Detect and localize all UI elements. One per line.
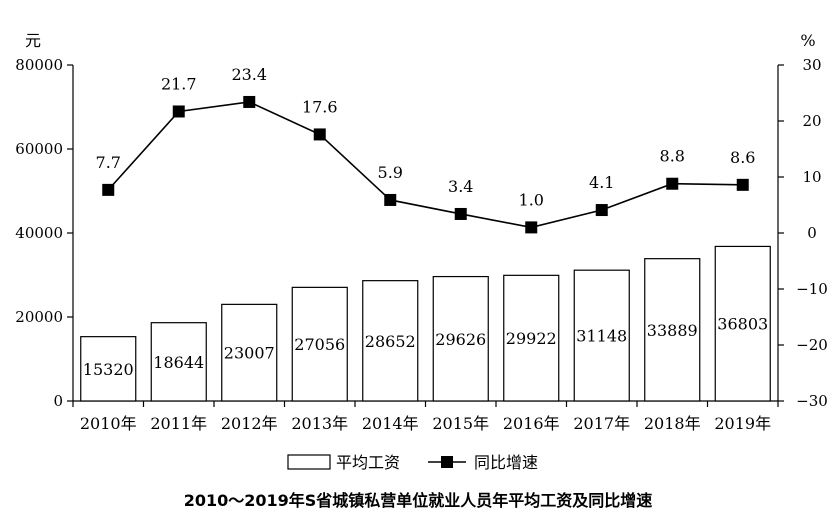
- x-tick-label: 2015年: [432, 414, 489, 433]
- right-tick-label: 0: [807, 224, 817, 242]
- x-tick-label: 2010年: [80, 414, 137, 433]
- bar: [714, 245, 771, 402]
- line-value-label: 21.7: [161, 74, 197, 93]
- right-tick-label: 10: [802, 168, 821, 186]
- line-value-label: 8.6: [730, 148, 755, 167]
- bar-value-label: 15320: [83, 360, 134, 379]
- line-marker: [595, 204, 608, 217]
- line-value-label: 5.9: [378, 163, 403, 182]
- left-tick-label: 80000: [15, 56, 63, 74]
- bar: [150, 322, 207, 402]
- bar: [221, 303, 278, 402]
- chart-title: 2010～2019年S省城镇私营单位就业人员年平均工资及同比增速: [184, 491, 653, 510]
- bar-value-label: 33889: [647, 321, 698, 340]
- bar: [644, 258, 701, 402]
- x-tick-label: 2014年: [362, 414, 419, 433]
- right-tick-label: 20: [802, 112, 821, 130]
- right-tick-label: −10: [796, 280, 828, 298]
- line-marker: [243, 95, 256, 108]
- right-ticks: −30 −20 −10 0 10 20 30: [778, 56, 828, 410]
- x-tick-label: 2018年: [644, 414, 701, 433]
- line-marker: [172, 105, 185, 118]
- left-tick-label: 20000: [15, 308, 63, 326]
- left-tick-label: 60000: [15, 140, 63, 158]
- line-value-label: 7.7: [96, 153, 121, 172]
- line-value-label: 1.0: [519, 190, 544, 209]
- bar-value-label: 27056: [294, 335, 345, 354]
- bar-value-label: 28652: [365, 332, 416, 351]
- bar: [362, 280, 419, 402]
- line-marker: [666, 177, 679, 190]
- x-tick-label: 2011年: [150, 414, 207, 433]
- right-tick-label: −20: [796, 336, 828, 354]
- bar: [503, 274, 560, 402]
- line-value-label: 23.4: [231, 65, 267, 84]
- right-axis-unit: %: [800, 31, 815, 50]
- right-tick-label: −30: [796, 392, 828, 410]
- legend-line-marker: [441, 456, 453, 468]
- line-marker: [736, 178, 749, 191]
- line-value-label: 8.8: [660, 147, 685, 166]
- bar-value-label: 29626: [435, 330, 486, 349]
- left-tick-label: 40000: [15, 224, 63, 242]
- bar-value-label: 29922: [506, 329, 557, 348]
- x-tick-label: 2019年: [714, 414, 771, 433]
- bar-value-label: 31148: [576, 327, 627, 346]
- right-tick-label: 30: [802, 56, 821, 74]
- legend-bar-swatch: [287, 454, 331, 470]
- left-axis-unit: 元: [25, 31, 41, 50]
- x-tick-label: 2012年: [221, 414, 278, 433]
- bar: [573, 269, 630, 402]
- bar-value-label: 23007: [224, 344, 275, 363]
- bar: [80, 336, 137, 402]
- bars: 15320 18644 23007 27056 28652 29626 29922 31148…: [80, 245, 771, 402]
- line-marker: [384, 193, 397, 206]
- x-ticks: 2010年 2011年 2012年 2013年 2014年 2015年 2016年 2017年…: [72, 401, 779, 433]
- legend-line-label: 同比增速: [474, 453, 538, 472]
- line-value-label: 17.6: [302, 97, 338, 116]
- left-tick-label: 0: [53, 392, 63, 410]
- line-marker: [525, 221, 538, 234]
- bar: [432, 275, 489, 402]
- x-tick-label: 2016年: [503, 414, 560, 433]
- line-marker: [313, 128, 326, 141]
- legend: 平均工资 同比增速: [287, 453, 538, 472]
- line-series: 7.7 21.7 23.4 17.6 5.9 3.4 1.0 4.1 8.8 8.6: [96, 65, 755, 234]
- bar-value-label: 36803: [717, 315, 768, 334]
- line-marker: [102, 183, 115, 196]
- line-value-label: 3.4: [448, 177, 473, 196]
- x-tick-label: 2013年: [291, 414, 348, 433]
- line-value-label: 4.1: [589, 173, 614, 192]
- bar: [291, 286, 348, 402]
- line-marker: [454, 207, 467, 220]
- bar-value-label: 18644: [153, 353, 204, 372]
- growth-line: [107, 101, 743, 229]
- x-tick-label: 2017年: [573, 414, 630, 433]
- left-ticks: 0 20000 40000 60000 80000: [15, 56, 73, 410]
- legend-bar-label: 平均工资: [336, 453, 400, 472]
